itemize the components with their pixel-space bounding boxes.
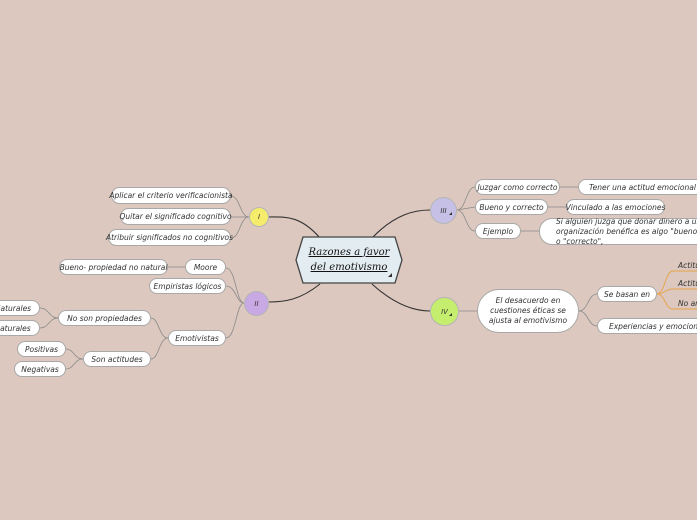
ejemplo-label: Ejemplo	[482, 226, 514, 236]
actitud-2-topic[interactable]: Actitud	[678, 279, 697, 288]
experiencias-node[interactable]: Experiencias y emociones propias	[597, 318, 697, 334]
collapse-triangle-icon[interactable]	[388, 273, 392, 277]
branch-III-label: III	[440, 206, 447, 215]
tener-label: Tener una actitud emocional positiva	[589, 182, 697, 192]
experiencias-label: Experiencias y emociones propias	[609, 321, 697, 331]
son-actitudes-label: Son actitudes	[91, 354, 143, 364]
branch-IV-label: IV	[441, 307, 448, 316]
branch-I-item-2-label: Quitar el significado cognitivo	[119, 212, 232, 221]
tener-node[interactable]: Tener una actitud emocional positiva	[578, 179, 697, 195]
se-basan-node[interactable]: Se basan en	[597, 286, 657, 302]
branch-III-collapse-icon[interactable]	[449, 212, 452, 215]
no-propiedades-label: No son propiedades	[67, 313, 142, 323]
naturales-node-2[interactable]: naturales	[0, 320, 40, 336]
emotivistas-label: Emotivistas	[175, 333, 219, 343]
ejemplo-node[interactable]: Ejemplo	[475, 223, 521, 239]
moore-child-label: Bueno- propiedad no natural	[59, 262, 168, 272]
desacuerdo-node[interactable]: El desacuerdo en cuestiones éticas se aj…	[477, 289, 579, 333]
moore-child-node[interactable]: Bueno- propiedad no natural	[59, 259, 168, 275]
negativas-node[interactable]: Negativas	[14, 361, 66, 377]
moore-node[interactable]: Moore	[185, 259, 226, 275]
desacuerdo-label: El desacuerdo en cuestiones éticas se aj…	[488, 296, 568, 325]
branch-I-label: I	[257, 213, 261, 221]
naturales-1-label: Naturales	[0, 303, 32, 313]
central-topic[interactable]: Razones a favor del emotivismo	[295, 236, 403, 284]
branch-I-node[interactable]: I	[249, 207, 269, 227]
positivas-label: Positivas	[24, 344, 59, 354]
ejemplo-text-node[interactable]: Si alguien juzga que donar dinero a una …	[539, 216, 697, 246]
negativas-label: Negativas	[21, 364, 59, 374]
naturales-2-label: naturales	[0, 323, 31, 333]
bueno-correcto-label: Bueno y correcto	[479, 202, 544, 212]
no-an-topic[interactable]: No an	[678, 299, 697, 308]
actitud-2-label: Actitud	[678, 279, 697, 288]
central-title-line-1: Razones a favor	[308, 247, 390, 258]
branch-III-node[interactable]: III	[430, 197, 457, 224]
branch-IV-node[interactable]: IV	[430, 297, 459, 326]
branch-I-item-1-label: Aplicar el criterio verificacionista	[109, 191, 233, 200]
empiristas-node[interactable]: Empiristas lógicos	[149, 278, 226, 294]
ejemplo-text-label: Si alguien juzga que donar dinero a una …	[556, 216, 697, 246]
vinculado-node[interactable]: Vinculado a las emociones	[566, 199, 665, 215]
branch-I-item-3-label: Atribuir significados no cognitivos	[105, 233, 234, 242]
naturales-node-1[interactable]: Naturales	[0, 300, 40, 316]
branch-II-label: II	[254, 299, 259, 308]
central-topic-label: Razones a favor del emotivismo	[295, 236, 403, 284]
moore-label: Moore	[193, 262, 218, 272]
branch-I-item-2[interactable]: Quitar el significado cognitivo	[119, 208, 232, 225]
se-basan-label: Se basan en	[603, 289, 651, 299]
branch-IV-collapse-icon[interactable]	[449, 313, 452, 316]
vinculado-label: Vinculado a las emociones	[565, 202, 666, 212]
son-actitudes-node[interactable]: Son actitudes	[83, 351, 151, 367]
central-topic-shape	[295, 236, 403, 284]
branch-II-node[interactable]: II	[244, 291, 269, 316]
branch-I-item-1[interactable]: Aplicar el criterio verificacionista	[109, 187, 233, 204]
emotivistas-node[interactable]: Emotivistas	[168, 330, 226, 346]
empiristas-label: Empiristas lógicos	[153, 281, 222, 291]
no-propiedades-node[interactable]: No son propiedades	[58, 310, 151, 326]
central-title-line-2: del emotivismo	[310, 262, 388, 273]
no-an-label: No an	[678, 299, 697, 308]
juzgar-node[interactable]: Juzgar como correcto	[475, 179, 560, 195]
actitud-1-topic[interactable]: Actitud	[678, 261, 697, 270]
juzgar-label: Juzgar como correcto	[477, 182, 558, 192]
branch-I-item-3[interactable]: Atribuir significados no cognitivos	[105, 229, 234, 246]
positivas-node[interactable]: Positivas	[17, 341, 66, 357]
actitud-1-label: Actitud	[678, 261, 697, 270]
bueno-correcto-node[interactable]: Bueno y correcto	[475, 199, 548, 215]
